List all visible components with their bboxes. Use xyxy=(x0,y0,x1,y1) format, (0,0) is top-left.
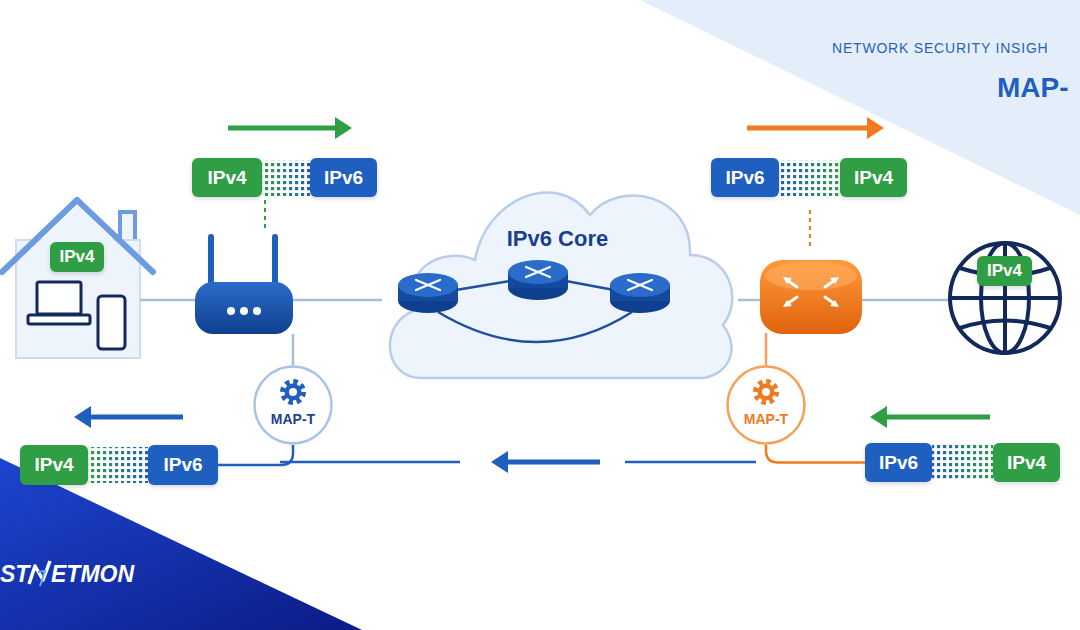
link-line xyxy=(625,461,756,464)
gear-circle: MAP-T xyxy=(726,365,806,445)
protocol-tag: IPv6 xyxy=(865,443,932,482)
protocol-tag: IPv6 xyxy=(310,158,377,197)
tag-text: IPv4 xyxy=(60,247,95,267)
protocol-tag: IPv4 xyxy=(840,158,907,197)
flow-arrow xyxy=(747,117,884,139)
connector-line xyxy=(766,445,865,463)
gear-outline xyxy=(726,365,806,445)
protocol-tag: IPv4 xyxy=(50,242,104,272)
router-icon xyxy=(195,237,293,334)
protocol-tag: IPv6 xyxy=(148,445,218,485)
link-line xyxy=(292,334,295,366)
tag-text: IPv4 xyxy=(34,454,73,476)
globe-icon xyxy=(950,243,1060,353)
logo-text: ST xyxy=(0,561,29,588)
gear-circle: MAP-T xyxy=(253,365,333,445)
leader-line xyxy=(264,200,266,230)
protocol-tag: IPv4 xyxy=(993,443,1060,482)
flow-arrow xyxy=(870,406,990,428)
corner-band xyxy=(640,0,1080,215)
core-router xyxy=(508,260,568,300)
gear-label: MAP-T xyxy=(243,411,343,427)
transition-dots xyxy=(932,445,993,481)
gear-label: MAP-T xyxy=(716,411,816,427)
link-line xyxy=(765,333,768,366)
gear-outline xyxy=(253,365,333,445)
tag-text: IPv4 xyxy=(987,261,1022,281)
logo-mark xyxy=(29,561,50,586)
protocol-tag: IPv4 xyxy=(20,445,88,485)
flow-arrow xyxy=(228,117,352,139)
house-icon xyxy=(2,200,153,358)
link-line xyxy=(280,461,460,464)
tag-text: IPv4 xyxy=(1007,452,1046,474)
kicker-text: NETWORK SECURITY INSIGH xyxy=(832,40,1049,56)
core-links xyxy=(438,281,632,342)
tag-text: IPv6 xyxy=(879,452,918,474)
leader-line xyxy=(809,210,811,246)
cloud-shape xyxy=(375,160,740,385)
gear-icon xyxy=(756,382,776,402)
gear-ring xyxy=(255,367,332,444)
flow-arrow xyxy=(74,406,183,428)
protocol-tag: IPv4 xyxy=(192,158,262,197)
core-router xyxy=(610,273,670,313)
core-router xyxy=(398,273,458,313)
cloud-node: IPv6 Core xyxy=(375,160,740,385)
transition-dots xyxy=(88,447,148,483)
tag-text: IPv4 xyxy=(207,167,246,189)
tag-text: IPv4 xyxy=(854,167,893,189)
transition-dots xyxy=(779,160,840,196)
gear-ring xyxy=(728,367,805,444)
protocol-tag: IPv6 xyxy=(711,158,779,197)
router-icon xyxy=(760,260,862,334)
tag-text: IPv6 xyxy=(163,454,202,476)
cloud-outline xyxy=(390,192,732,378)
transition-dots xyxy=(262,160,310,196)
protocol-tag: IPv4 xyxy=(977,256,1032,286)
flow-arrow xyxy=(491,451,600,473)
logo-text: ETMON xyxy=(51,561,134,588)
cloud-title: IPv6 Core xyxy=(375,226,740,252)
gear-icon xyxy=(283,382,303,402)
tag-text: IPv6 xyxy=(324,167,363,189)
page-title: MAP- xyxy=(997,72,1069,104)
tag-text: IPv6 xyxy=(725,167,764,189)
connector-line xyxy=(218,445,293,465)
